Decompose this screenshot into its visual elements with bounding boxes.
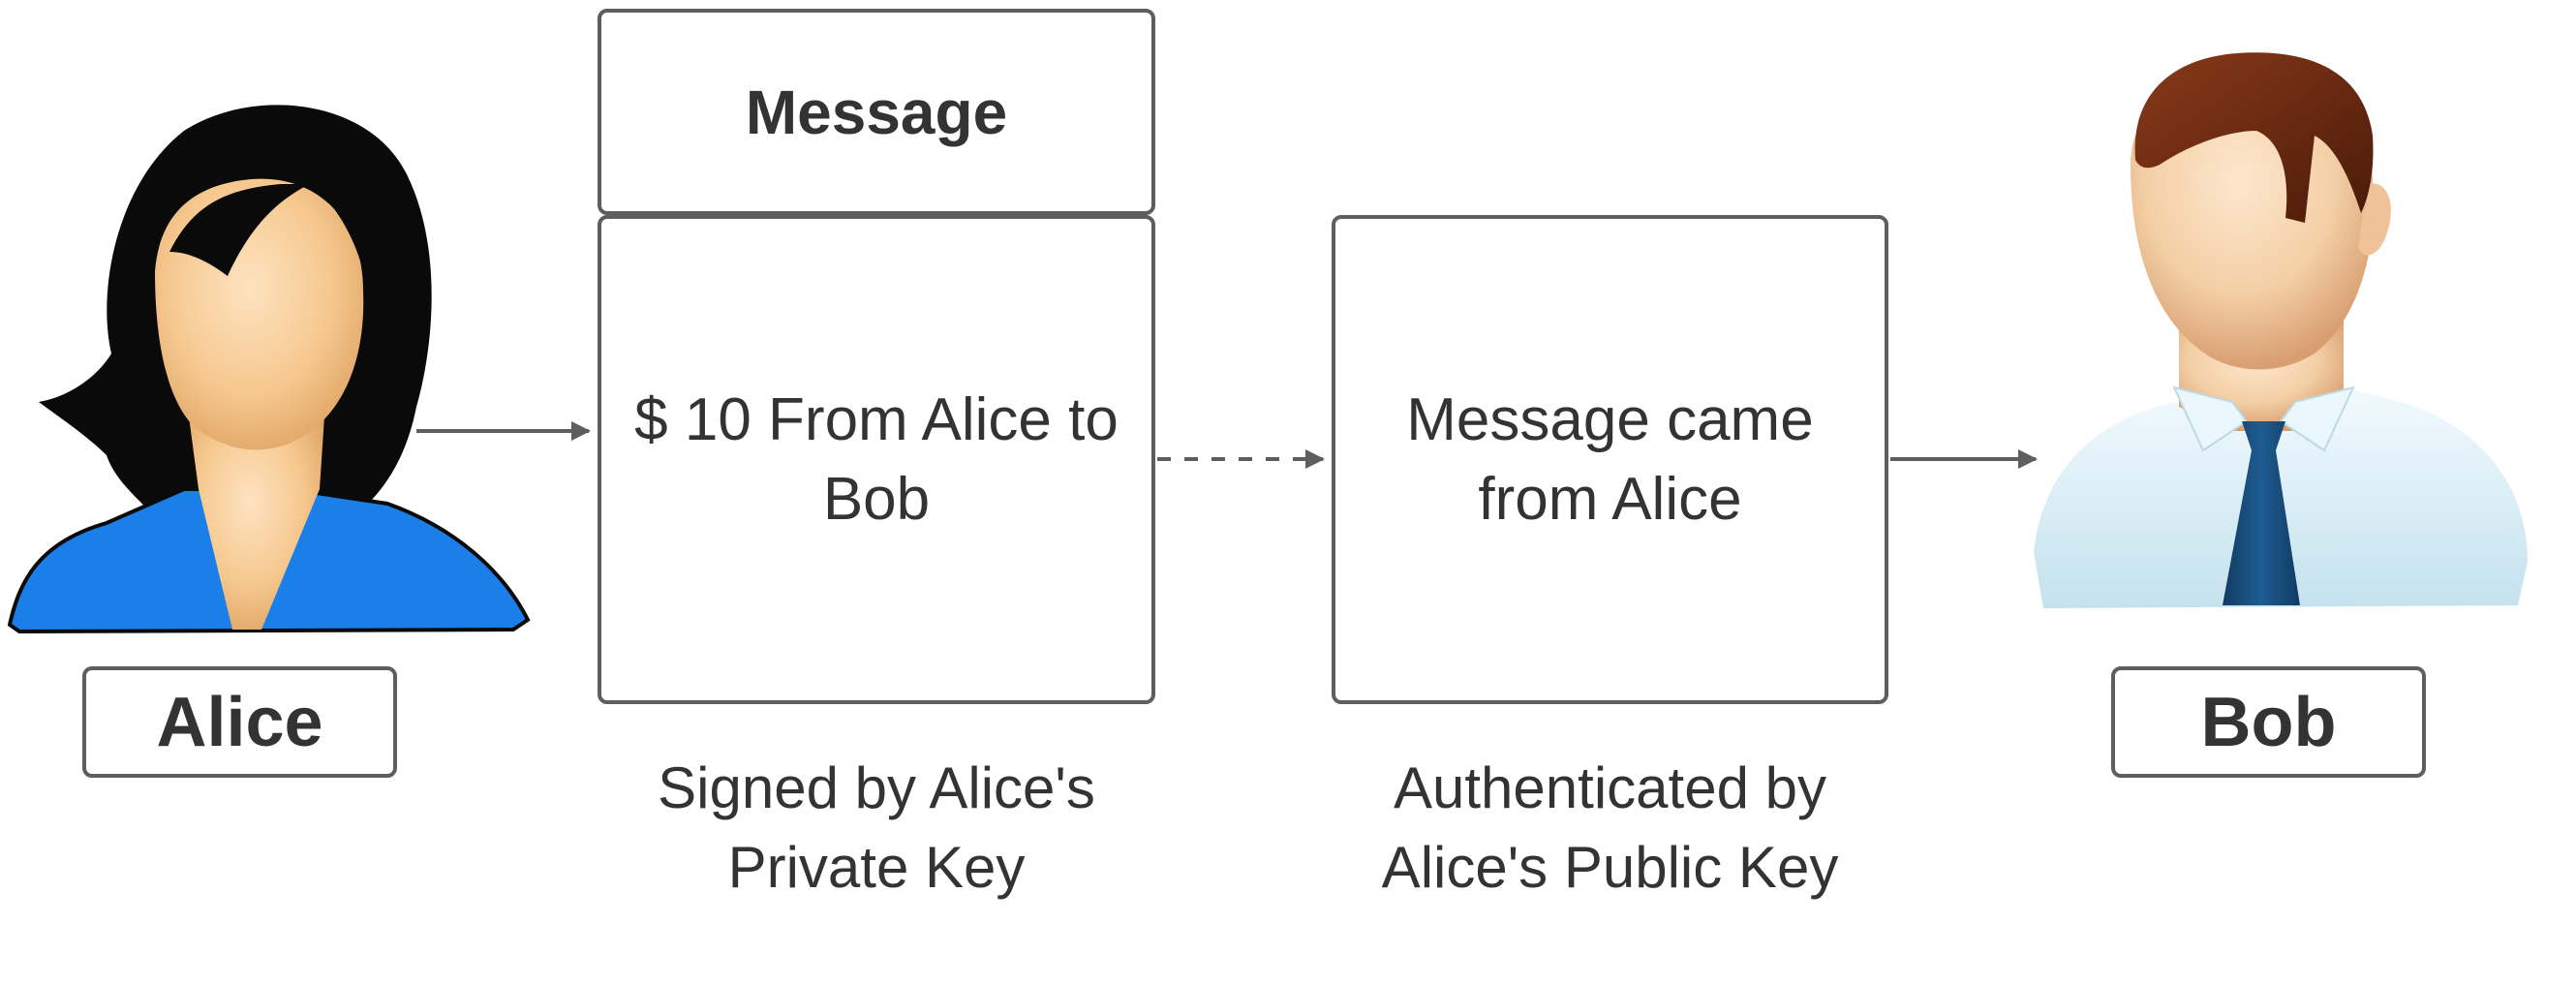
authenticated-text: Message came from Alice (1406, 385, 1814, 533)
alice-name: Alice (156, 683, 323, 761)
bob-name: Bob (2200, 683, 2337, 761)
woman-avatar-icon (7, 105, 531, 634)
message-header-label: Message (745, 77, 1008, 147)
alice-name-label: Alice (82, 666, 397, 778)
man-avatar-icon (2034, 52, 2528, 608)
authenticated-caption: Authenticated by Alice's Public Key (1381, 755, 1839, 900)
signed-message-text: $ 10 From Alice to Bob (634, 385, 1119, 533)
signed-caption: Signed by Alice's Private Key (658, 755, 1095, 900)
authenticated-message-box: Message came from Alice (1332, 215, 1888, 704)
bob-name-label: Bob (2111, 666, 2426, 778)
signed-message-box: $ 10 From Alice to Bob (598, 215, 1155, 704)
message-header-box: Message (598, 9, 1155, 215)
